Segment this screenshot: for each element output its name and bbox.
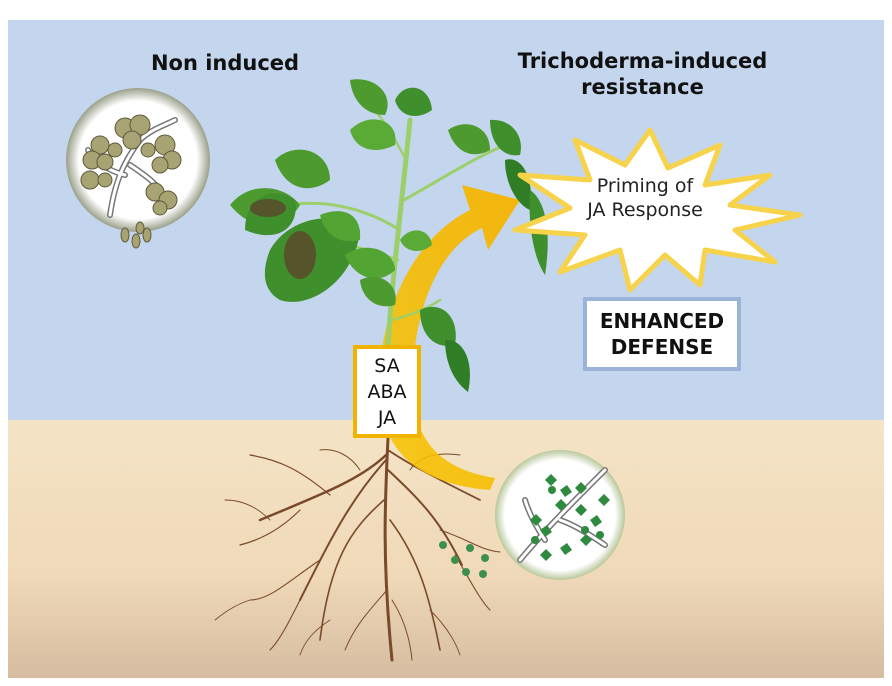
priming-line2: JA Response xyxy=(587,199,703,221)
induced-resistance-title: Trichoderma-induced resistance xyxy=(490,48,795,100)
priming-label: Priming of JA Response xyxy=(575,174,715,222)
hormone-aba: ABA xyxy=(367,380,407,403)
defense-line2: DEFENSE xyxy=(610,335,714,359)
trichoderma-colony-icon xyxy=(517,467,610,563)
induced-title-line1: Trichoderma-induced xyxy=(517,49,768,73)
induced-title-line2: resistance xyxy=(581,75,704,99)
priming-line1: Priming of xyxy=(596,175,694,197)
non-induced-title-text: Non induced xyxy=(150,51,300,75)
plant-leaves xyxy=(230,79,548,392)
trichoderma-spores xyxy=(439,541,489,578)
hormone-box: SA ABA JA xyxy=(353,345,421,438)
defense-line1: ENHANCED xyxy=(599,309,725,333)
priming-starburst xyxy=(512,127,803,293)
non-induced-title: Non induced xyxy=(120,50,330,76)
hormone-ja: JA xyxy=(377,406,397,429)
hormone-sa: SA xyxy=(374,354,400,377)
root-system xyxy=(214,436,501,662)
enhanced-defense-box: ENHANCED DEFENSE xyxy=(583,297,741,371)
soil-background xyxy=(8,420,884,678)
fungal-spore-cluster-icon xyxy=(80,114,182,249)
